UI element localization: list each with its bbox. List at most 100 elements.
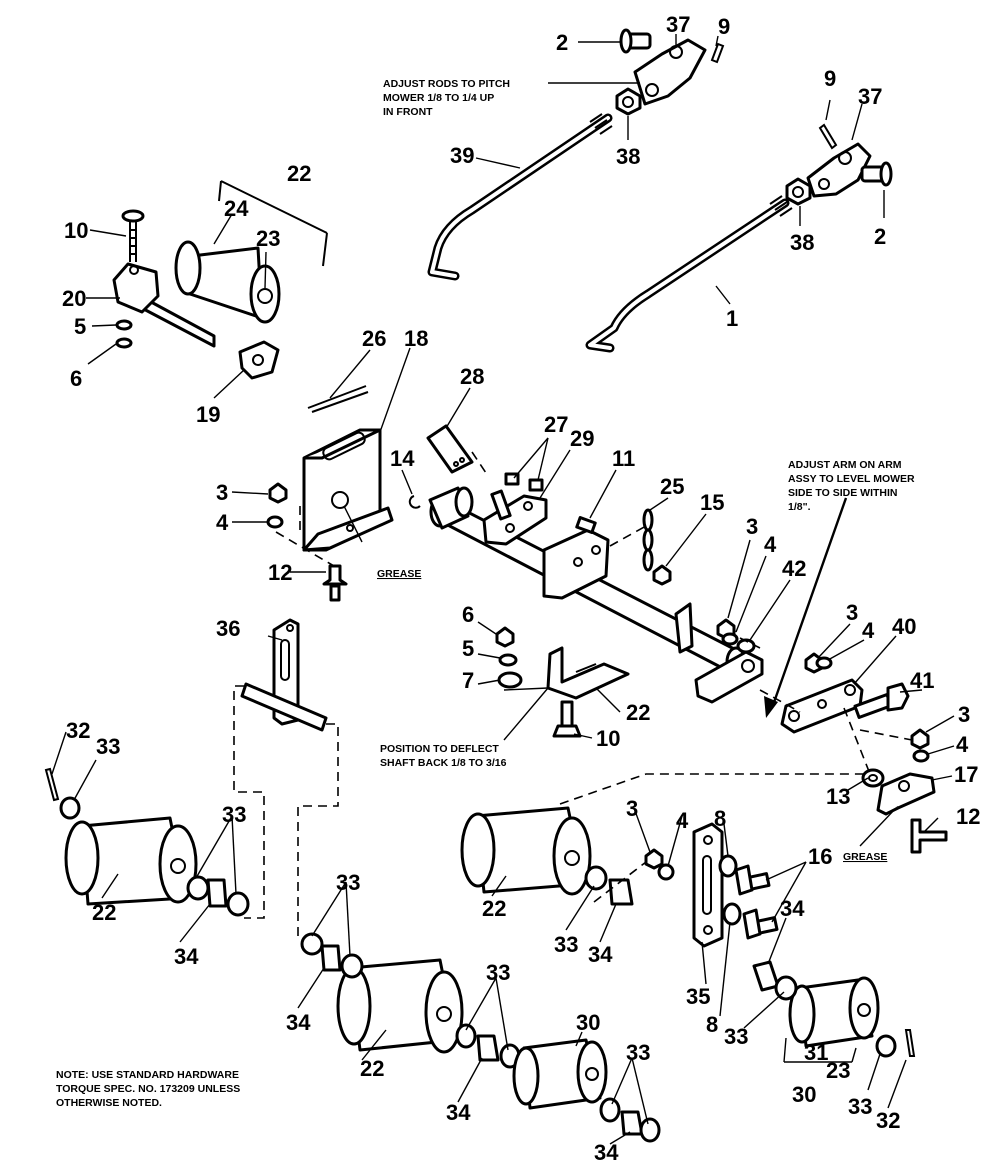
bottom-rollers (44, 767, 916, 1143)
part-label: 31 (804, 1040, 828, 1065)
level-note-line-3: SIDE TO SIDE WITHIN (788, 487, 897, 499)
part-label: 28 (460, 364, 484, 389)
pitch-note-line-2: MOWER 1/8 TO 1/4 UP (383, 92, 494, 104)
part-label: 4 (764, 532, 777, 557)
part-label: 41 (910, 668, 934, 693)
part-label: 10 (64, 218, 88, 243)
part-label: 12 (268, 560, 292, 585)
part-label: 38 (616, 144, 640, 169)
hardware-note-line-2: TORQUE SPEC. NO. 173209 UNLESS (56, 1083, 240, 1095)
part-label: 6 (462, 602, 474, 627)
part-label: 7 (462, 668, 474, 693)
part-label: 2 (556, 30, 568, 55)
part-label: 32 (66, 718, 90, 743)
pitch-note-line-3: IN FRONT (383, 106, 433, 118)
part-label: 3 (746, 514, 758, 539)
part-label: 35 (686, 984, 710, 1009)
part-label: 27 (544, 412, 568, 437)
grease-note-lower: GREASE (843, 851, 887, 863)
level-note-line-1: ADJUST ARM ON ARM (788, 459, 902, 471)
part-label: 30 (576, 1010, 600, 1035)
clevis-upper (633, 38, 707, 106)
part-label: 34 (594, 1140, 619, 1165)
hex-nut-icon (615, 87, 642, 116)
part-label: 37 (666, 12, 690, 37)
part-label: 9 (824, 66, 836, 91)
hardware-note-line-1: NOTE: USE STANDARD HARDWARE (56, 1069, 239, 1081)
lift-rods (427, 28, 893, 353)
part-label: 33 (336, 870, 360, 895)
assembly-lines (233, 451, 913, 942)
part-label: 33 (486, 960, 510, 985)
part-label: 40 (892, 614, 916, 639)
part-label: 33 (554, 932, 578, 957)
part-label: 33 (96, 734, 120, 759)
part-label: 25 (660, 474, 684, 499)
lift-arm-assy-29 (408, 424, 764, 704)
part-label: 1 (726, 306, 738, 331)
part-label: 5 (74, 314, 86, 339)
part-label: 8 (714, 806, 726, 831)
part-label: 26 (362, 326, 386, 351)
deflect-note-line-2: SHAFT BACK 1/8 TO 3/16 (380, 757, 507, 769)
roller-bracket-20 (112, 262, 160, 314)
part-label: 23 (256, 226, 280, 251)
part-label: 37 (858, 84, 882, 109)
part-label: 34 (446, 1100, 471, 1125)
level-arm-40 (716, 618, 948, 854)
part-label: 15 (700, 490, 724, 515)
grease-note-upper: GREASE (377, 568, 421, 580)
hex-nut-icon (785, 177, 812, 206)
part-label: 22 (626, 700, 650, 725)
part-label: 11 (612, 446, 635, 471)
part-label: 22 (482, 896, 506, 921)
level-note-line-4: 1/8". (788, 501, 811, 513)
part-label: 12 (956, 804, 980, 829)
part-label: 18 (404, 326, 428, 351)
part-label: 36 (216, 616, 240, 641)
part-label: 4 (956, 732, 969, 757)
part-label: 22 (360, 1056, 384, 1081)
part-label: 3 (216, 480, 228, 505)
part-label: 2 (874, 224, 886, 249)
pitch-note-line-1: ADJUST RODS TO PITCH (383, 78, 510, 90)
part-labels: 2 37 9 38 39 9 37 2 38 1 22 10 24 23 20 … (62, 12, 980, 1165)
part-label: 13 (826, 784, 850, 809)
leader-lines (51, 34, 955, 1145)
part-label: 4 (862, 618, 875, 643)
part-label: 4 (676, 808, 689, 833)
part-label: 32 (876, 1108, 900, 1133)
part-label: 20 (62, 286, 86, 311)
part-label: 3 (958, 702, 970, 727)
part-label: 30 (792, 1082, 816, 1107)
part-label: 34 (174, 944, 199, 969)
part-label: 19 (196, 402, 220, 427)
level-note-line-2: ASSY TO LEVEL MOWER (788, 473, 915, 485)
part-label: 24 (224, 196, 249, 221)
part-label: 38 (790, 230, 814, 255)
roller-arm-36 (240, 482, 348, 732)
part-label: 3 (626, 796, 638, 821)
hardware-note-line-3: OTHERWISE NOTED. (56, 1097, 162, 1109)
part-label: 29 (570, 426, 594, 451)
part-label: 34 (286, 1010, 311, 1035)
part-label: 33 (222, 802, 246, 827)
part-label: 42 (782, 556, 806, 581)
deflect-bracket-22 (495, 626, 630, 738)
part-label: 5 (462, 636, 474, 661)
part-label: 34 (588, 942, 613, 967)
part-label: 34 (780, 896, 805, 921)
notes: ADJUST RODS TO PITCH MOWER 1/8 TO 1/4 UP… (56, 78, 915, 1109)
part-label: 4 (216, 510, 229, 535)
part-label: 16 (808, 844, 832, 869)
part-label: 14 (390, 446, 415, 471)
part-label: 33 (724, 1024, 748, 1049)
part-label: 6 (70, 366, 82, 391)
deflect-note-line-1: POSITION TO DEFLECT (380, 743, 499, 755)
part-label: 9 (718, 14, 730, 39)
anti-scalp-roller-upper (112, 180, 328, 380)
part-label: 8 (706, 1012, 718, 1037)
part-label: 3 (846, 600, 858, 625)
part-label: 17 (954, 762, 978, 787)
